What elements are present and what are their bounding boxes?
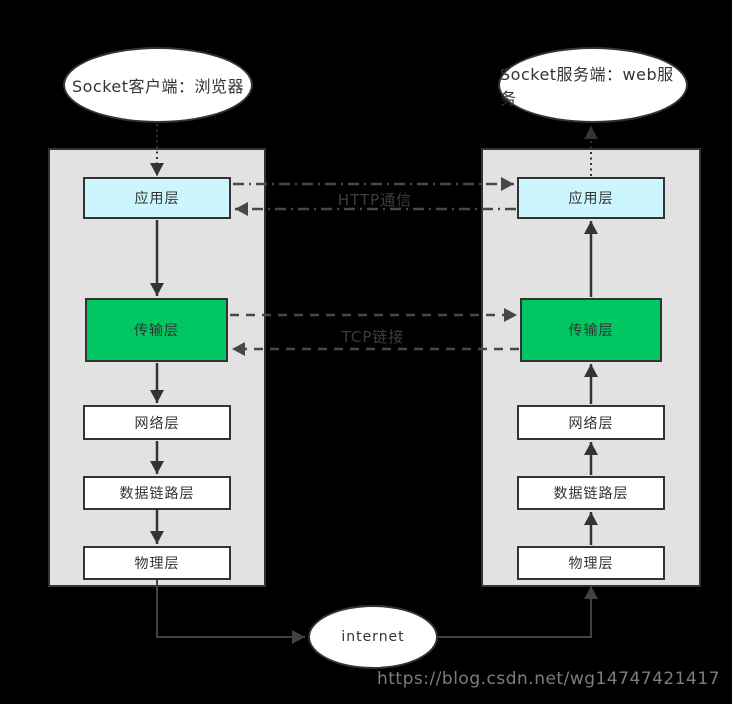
layer-transport-client: 传输层 <box>85 298 228 362</box>
tcp-link-label: TCP链接 <box>341 328 405 346</box>
layer-application-client: 应用层 <box>83 177 231 219</box>
layer-network-client: 网络层 <box>83 405 231 440</box>
layer-application-server: 应用层 <box>517 177 665 219</box>
node-socket-server: Socket服务端：web服务 <box>498 47 688 123</box>
layer-network-server: 网络层 <box>517 405 665 440</box>
layer-datalink-server: 数据链路层 <box>517 476 665 510</box>
layer-transport-server: 传输层 <box>520 298 662 362</box>
socket-server-label: Socket服务端：web服务 <box>500 65 674 108</box>
watermark-url: https://blog.csdn.net/wg14747421417 <box>376 669 720 689</box>
node-socket-client: Socket客户端：浏览器 <box>63 47 253 123</box>
internet-label: internet <box>341 629 405 645</box>
layer-datalink-client: 数据链路层 <box>83 476 231 510</box>
layer-physical-client: 物理层 <box>83 546 231 580</box>
http-link-label: HTTP通信 <box>337 191 413 209</box>
socket-client-label: Socket客户端：浏览器 <box>71 77 245 96</box>
node-internet: internet <box>308 605 438 669</box>
layer-physical-server: 物理层 <box>517 546 665 580</box>
